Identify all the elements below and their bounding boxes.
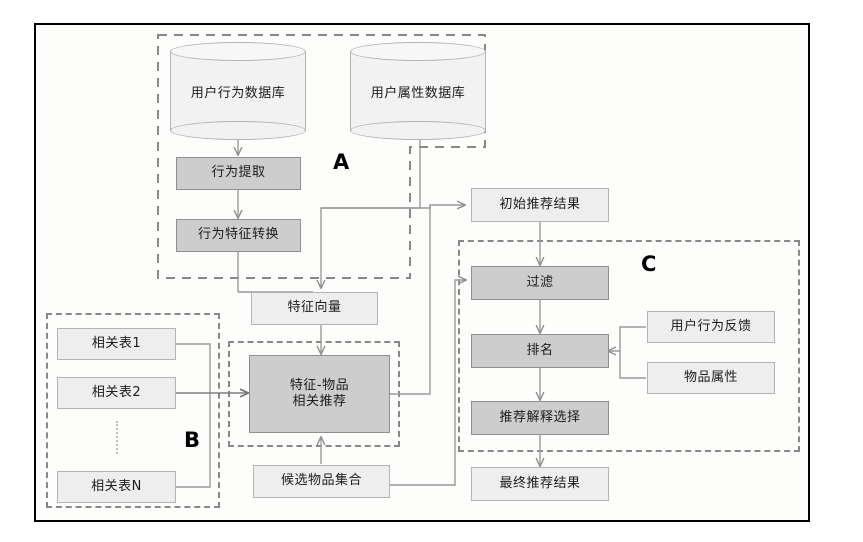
user-behavior-database[interactable]: 用户行为数据库 [170,42,306,140]
node-behavior-feature-transform-label: 行为特征转换 [197,227,279,243]
node-behavior-extract[interactable]: 行为提取 [176,157,301,190]
node-user-behavior-feedback-label: 用户行为反馈 [670,318,752,334]
node-related-table-1[interactable]: 相关表1 [57,328,176,360]
node-user-behavior-feedback[interactable]: 用户行为反馈 [647,311,775,343]
group-b-label: B [184,428,201,452]
node-feature-item-recommend-line1: 特征-物品 [289,377,350,393]
node-initial-result-label: 初始推荐结果 [499,196,581,212]
node-behavior-feature-transform[interactable]: 行为特征转换 [176,219,301,252]
node-related-table-n-label: 相关表N [91,478,142,494]
group-b-outline [46,313,220,508]
node-explain-select-label: 推荐解释选择 [499,409,581,425]
node-initial-result[interactable]: 初始推荐结果 [471,188,609,222]
node-feature-item-recommend[interactable]: 特征-物品 相关推荐 [249,355,390,433]
group-c-label: C [641,252,657,276]
ellipsis-dots [116,421,118,454]
group-a-label: A [333,150,350,174]
user-attribute-database-label: 用户属性数据库 [370,85,466,101]
node-filter-label: 过滤 [526,274,554,290]
user-attribute-database[interactable]: 用户属性数据库 [350,42,486,140]
node-feature-vector[interactable]: 特征向量 [251,292,378,325]
node-ranking[interactable]: 排名 [471,334,609,368]
node-final-result[interactable]: 最终推荐结果 [471,467,609,501]
node-related-table-n[interactable]: 相关表N [57,471,176,503]
node-related-table-1-label: 相关表1 [91,335,142,351]
node-explain-select[interactable]: 推荐解释选择 [471,401,609,435]
node-item-attribute[interactable]: 物品属性 [647,362,775,394]
node-final-result-label: 最终推荐结果 [499,475,581,491]
node-behavior-extract-label: 行为提取 [211,165,266,181]
node-item-attribute-label: 物品属性 [683,369,738,385]
node-candidate-item-set[interactable]: 候选物品集合 [253,465,390,498]
node-feature-item-recommend-line2: 相关推荐 [292,394,347,409]
user-behavior-database-label: 用户行为数据库 [190,85,286,101]
node-filter[interactable]: 过滤 [471,266,609,300]
node-related-table-2[interactable]: 相关表2 [57,377,176,409]
node-feature-vector-label: 特征向量 [287,300,342,316]
node-candidate-item-set-label: 候选物品集合 [280,473,362,489]
node-ranking-label: 排名 [526,342,554,358]
node-related-table-2-label: 相关表2 [91,384,142,400]
